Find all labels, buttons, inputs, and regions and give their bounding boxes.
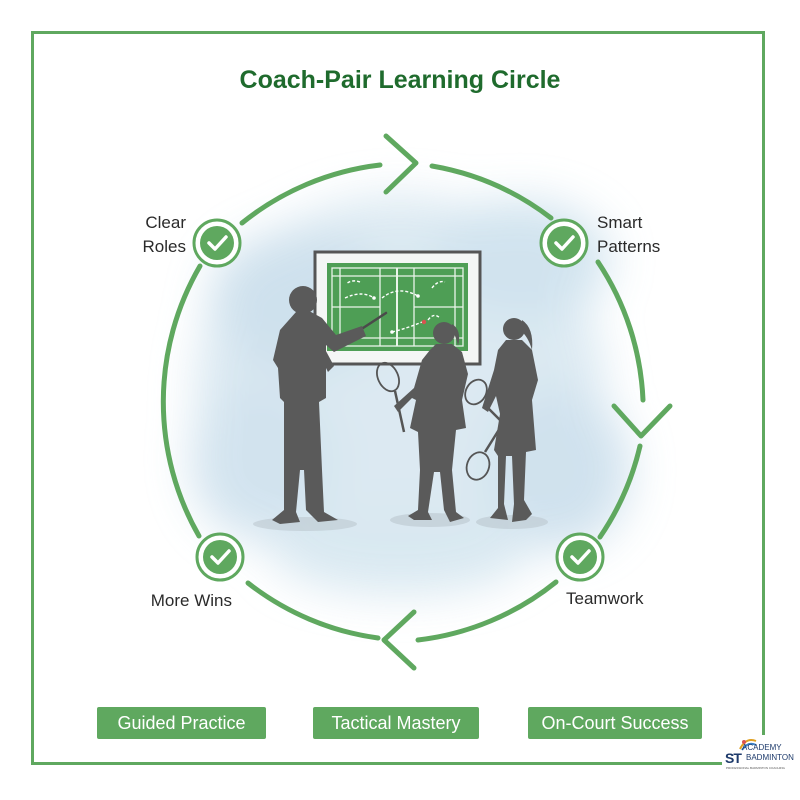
arc-right xyxy=(595,259,646,403)
check-badge-smart-patterns xyxy=(539,218,589,268)
arc-bottom-left xyxy=(245,580,381,641)
court-lines xyxy=(331,267,464,347)
arrow-icon xyxy=(611,403,673,439)
logo-swoosh-icon xyxy=(739,739,757,751)
logo-tagline: PROFESSIONAL BADMINTON COACHING xyxy=(726,766,786,770)
arc-bottom-right xyxy=(415,579,559,643)
arc-top xyxy=(239,162,383,226)
logo-name: BADMINTON xyxy=(746,753,794,762)
outcome-on-court-success: On-Court Success xyxy=(528,707,702,739)
check-icon xyxy=(554,235,575,251)
arrow-icon xyxy=(381,609,417,671)
outcome-guided-practice: Guided Practice xyxy=(97,707,266,739)
stage-label-more-wins: More Wins xyxy=(150,591,232,610)
pointer-stick xyxy=(358,311,388,332)
check-icon xyxy=(210,549,231,565)
stage-label-smart-patterns: Smart Patterns xyxy=(597,213,661,256)
tactic-arrows xyxy=(344,280,446,333)
check-badge-teamwork xyxy=(555,532,605,582)
coach-silhouette xyxy=(272,286,388,524)
arrow-icon xyxy=(383,133,419,195)
diagram-title: Coach-Pair Learning Circle xyxy=(239,66,561,94)
arc-top-right xyxy=(429,163,554,221)
outcome-tactical-mastery: Tactical Mastery xyxy=(313,707,479,739)
cycle-ring xyxy=(160,162,646,643)
arrowheads xyxy=(381,133,673,671)
check-badge-more-wins xyxy=(195,532,245,582)
player-silhouette-2 xyxy=(464,318,538,522)
academy-logo: ACADEMY ST BADMINTON PROFESSIONAL BADMIN… xyxy=(722,735,794,775)
stage-label-clear-roles: Clear Roles xyxy=(142,213,186,256)
check-icon xyxy=(570,549,591,565)
logo-academy-text: ACADEMY xyxy=(742,743,782,752)
racket-icon xyxy=(376,361,406,433)
shuttle-marker xyxy=(421,319,427,325)
stage-label-teamwork: Teamwork xyxy=(566,589,644,608)
arc-left xyxy=(160,263,203,539)
tactic-markers xyxy=(372,294,420,334)
arc-right-lower xyxy=(597,443,643,540)
logo-initials: ST xyxy=(725,750,742,766)
outer-frame xyxy=(31,31,765,765)
player-silhouette-1 xyxy=(376,322,468,522)
check-badge-clear-roles xyxy=(192,218,242,268)
check-icon xyxy=(207,235,228,251)
